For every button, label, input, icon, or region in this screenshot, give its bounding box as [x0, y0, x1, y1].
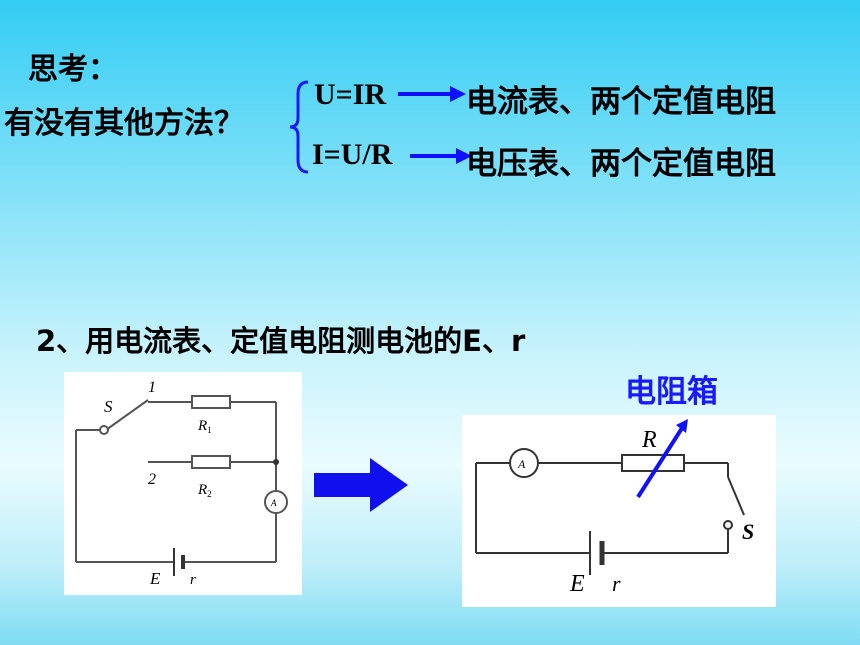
brace-icon [289, 80, 309, 174]
formula-i-ur: I=U/R [312, 138, 393, 171]
r2-label: R2 [197, 482, 212, 499]
rheostat-label: R [641, 427, 657, 453]
left-circuit-diagram: S 1 2 R1 R2 A E r [64, 372, 302, 595]
ammeter-label: A [270, 498, 277, 508]
big-arrow-icon [314, 458, 408, 512]
option2-result: 电压表、两个定值电阻 [466, 146, 776, 182]
arrow-icon [398, 86, 466, 102]
right-circuit-diagram: A R S E r [462, 415, 776, 607]
internal-resistance-label: r [612, 571, 621, 596]
ammeter-label: A [517, 457, 526, 471]
switch-label: S [742, 519, 754, 544]
think-heading: 思考： [28, 52, 118, 87]
question-text: 有没有其他方法？ [4, 106, 244, 141]
arrow-icon [410, 148, 472, 164]
switch-label: S [104, 397, 113, 416]
option1-result: 电流表、两个定值电阻 [466, 84, 776, 120]
r1-label: R1 [197, 418, 212, 435]
emf-label: E [149, 569, 161, 588]
terminal-2-label: 2 [148, 471, 156, 488]
emf-label: E [569, 571, 585, 597]
terminal-1-label: 1 [148, 379, 156, 396]
formula-u-ir: U=IR [314, 78, 387, 111]
internal-resistance-label: r [190, 572, 196, 588]
resistance-box-label: 电阻箱 [625, 374, 718, 410]
section-title: 2、用电流表、定值电阻测电池的E、r [36, 324, 526, 358]
